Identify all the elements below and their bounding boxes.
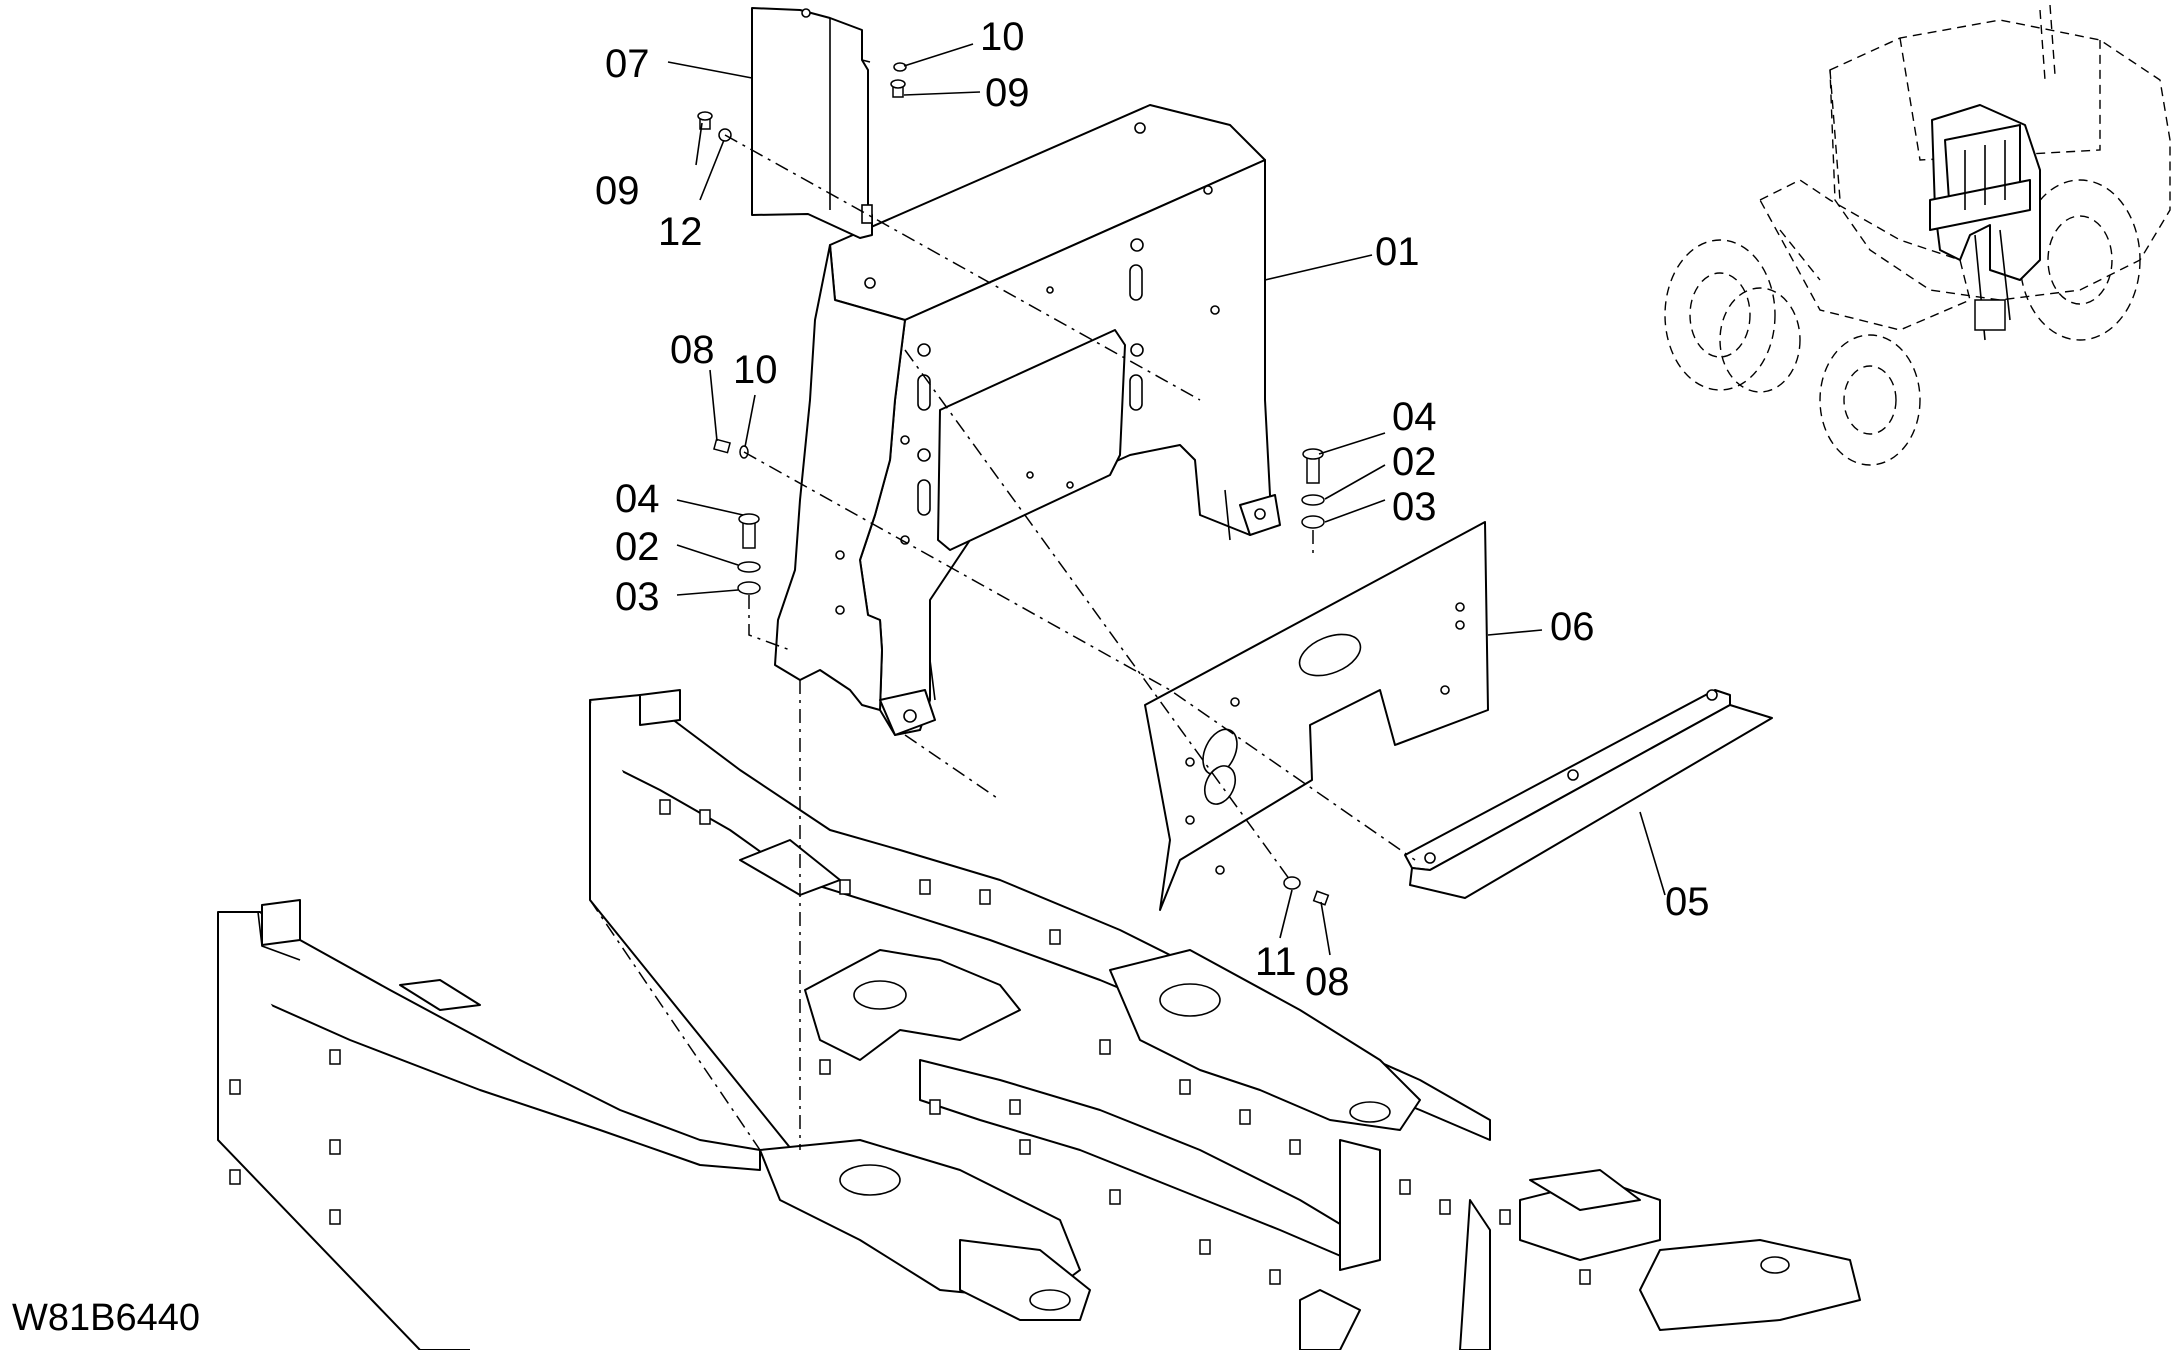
callout-02-left: 02 [615,525,660,569]
panel-06 [1144,521,1489,911]
callout-06: 06 [1550,605,1595,649]
callout-02-right: 02 [1392,440,1437,484]
callout-leader-lines [667,43,1666,956]
callout-05: 05 [1665,880,1710,924]
hardware-fasteners [697,62,1330,906]
callout-03-right: 03 [1392,485,1437,529]
rear-frame-assembly [217,689,1861,1350]
frame-stud-bolts [229,799,1591,1285]
angle-strip-05 [1404,689,1773,899]
callout-07: 07 [605,42,650,86]
callout-10-left: 10 [733,348,778,392]
callout-labels: 07 10 09 09 12 01 08 10 04 02 03 04 02 0… [595,15,1710,1004]
callout-04-left: 04 [615,477,660,521]
machine-locator-thumbnail [1664,4,2171,466]
callout-03-left: 03 [615,575,660,619]
main-frame-01 [774,104,1281,736]
callout-08-bottom: 08 [1305,960,1350,1004]
callout-04-right: 04 [1392,395,1437,439]
callout-09-left: 09 [595,169,640,213]
assembly-guide-lines [589,134,1416,1151]
callout-11: 11 [1255,940,1297,984]
callout-10-top: 10 [980,15,1025,59]
callout-08-left: 08 [670,328,715,372]
cover-07 [751,7,873,239]
callout-12: 12 [658,210,703,254]
callout-01: 01 [1375,230,1420,274]
callout-09-top: 09 [985,71,1030,115]
drawing-code: W81B6440 [12,1297,200,1339]
